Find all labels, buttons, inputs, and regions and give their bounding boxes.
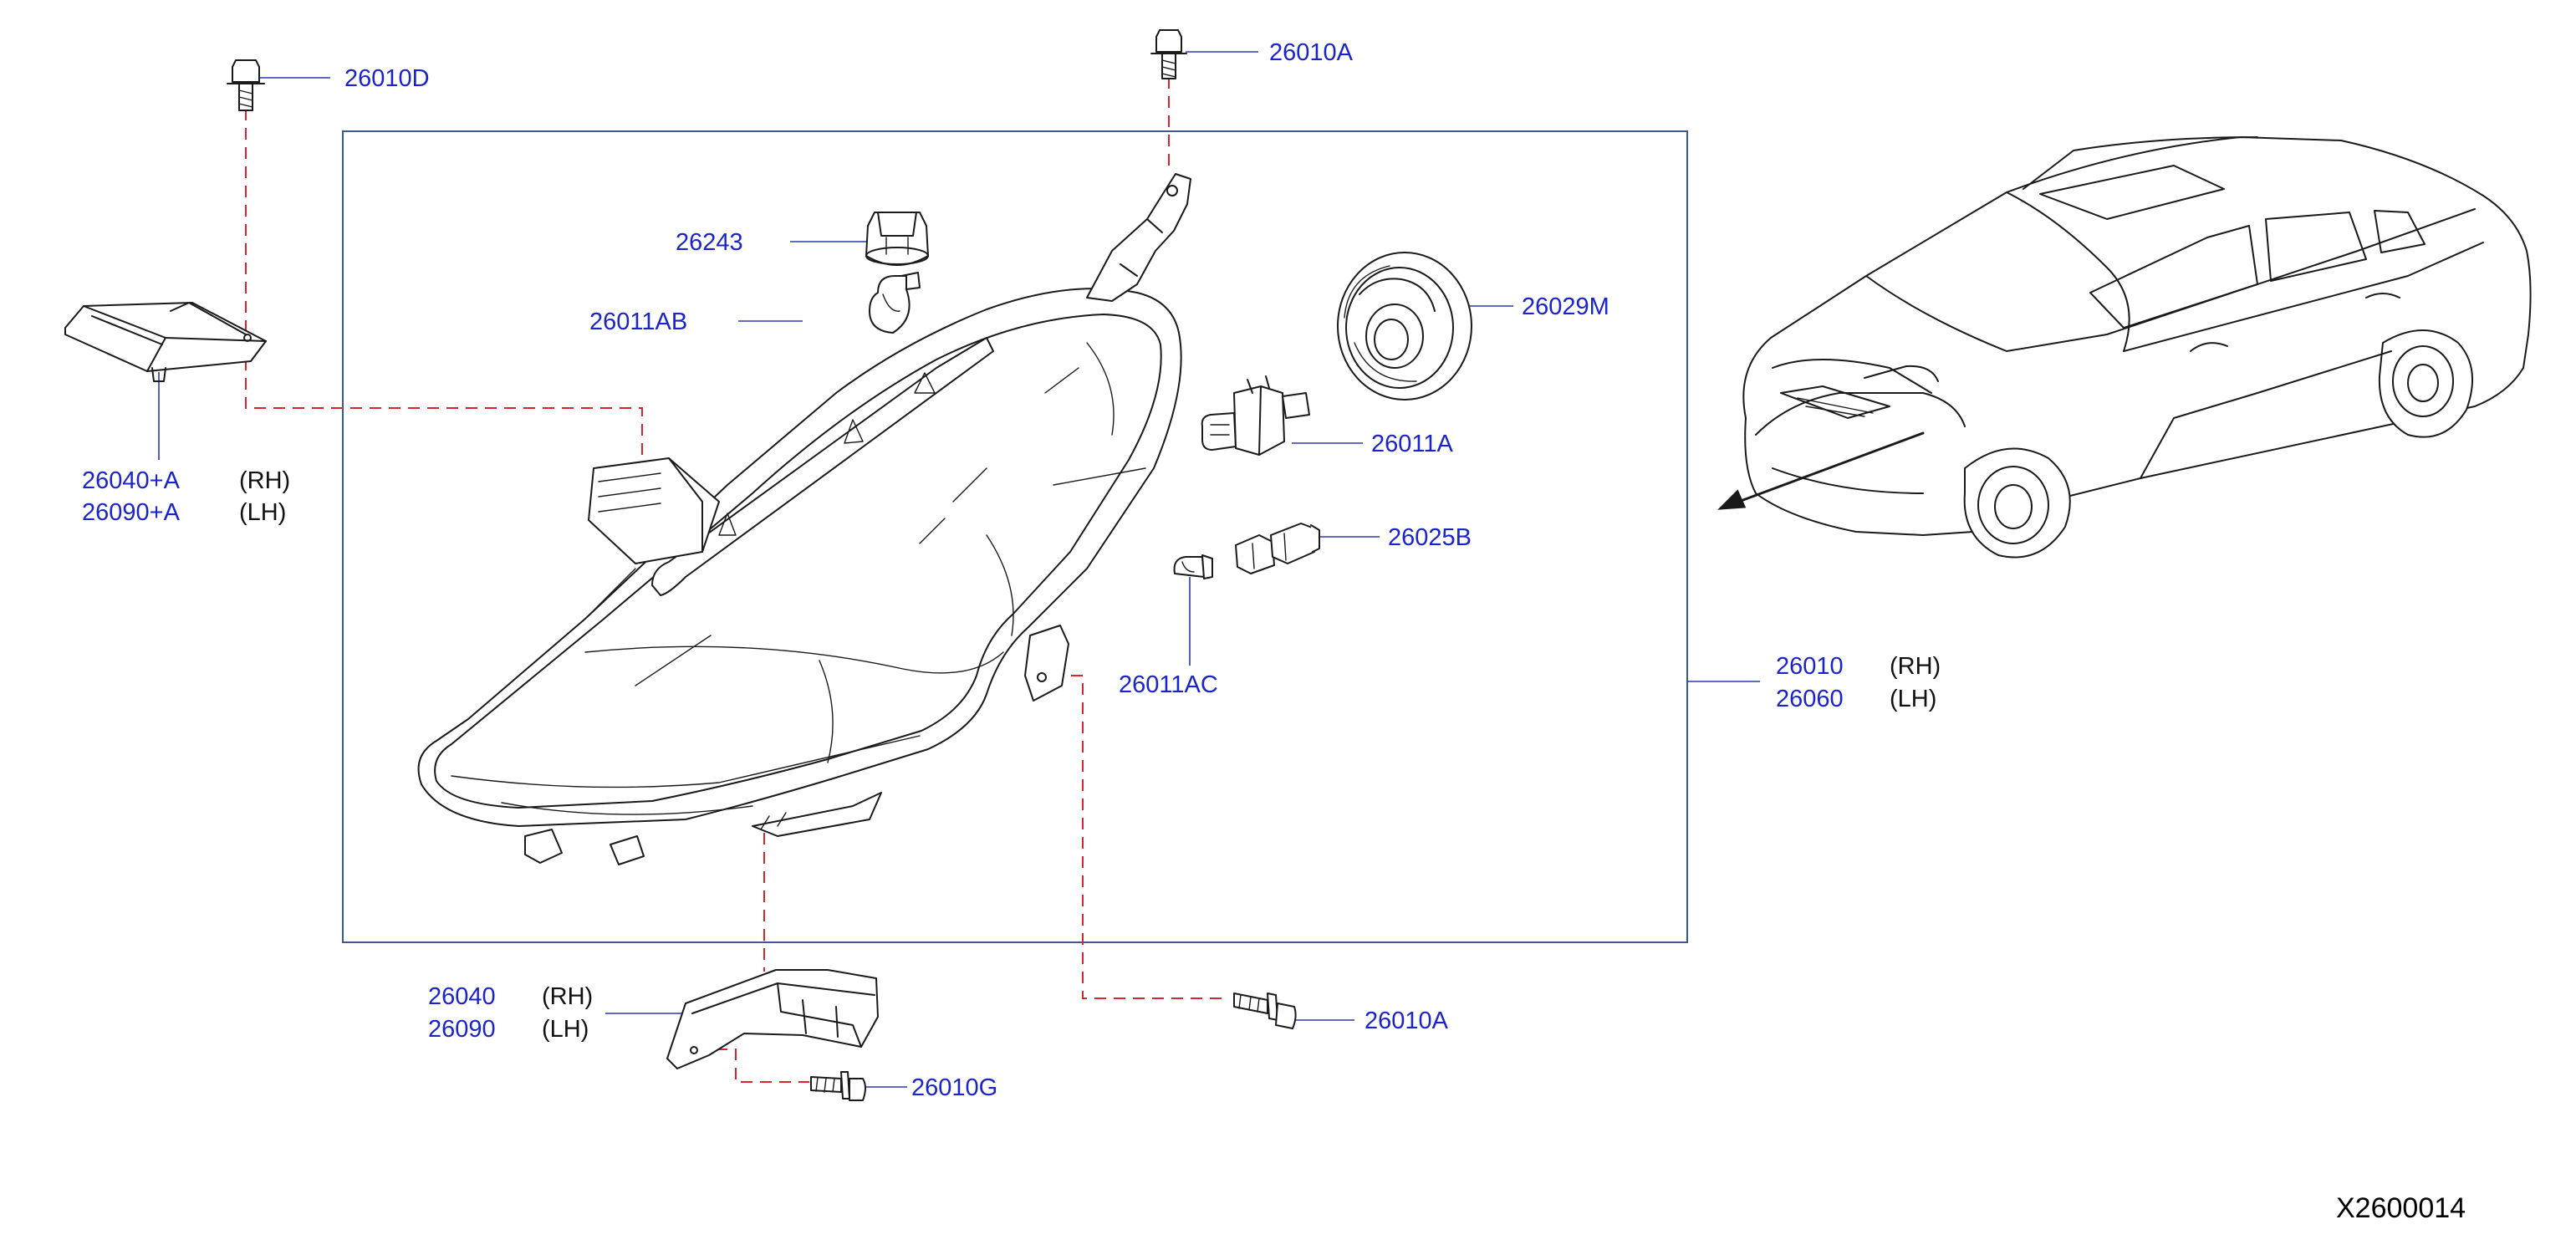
label-bolt-26010A-right: 26010A bbox=[1365, 1008, 1449, 1034]
vehicle-location-drawing bbox=[1717, 136, 2532, 559]
diagram-code: X2600014 bbox=[2336, 1192, 2466, 1224]
halogen-bulb-26011A-part bbox=[1201, 375, 1310, 456]
label-bolt-26010D: 26010D bbox=[344, 65, 430, 92]
label-upper-bracket-rh: 26040+A bbox=[82, 467, 181, 494]
label-bulb-26011A: 26011A bbox=[1371, 431, 1453, 457]
bolt-26010A-top-part bbox=[1150, 29, 1187, 79]
bolt-26010A-right-part bbox=[1233, 992, 1297, 1029]
leader-lines bbox=[158, 51, 1760, 1088]
upper-bracket-part bbox=[64, 302, 267, 382]
label-headlamp-rh-side: (RH) bbox=[1890, 653, 1941, 680]
dust-cap-26029M-part bbox=[1337, 252, 1472, 401]
bolt-26010D-part bbox=[227, 59, 265, 111]
label-lower-bracket-rh-side: (RH) bbox=[542, 983, 593, 1010]
label-lower-bracket-lh-side: (LH) bbox=[542, 1016, 589, 1043]
guide-bolt-26010D bbox=[245, 109, 643, 458]
label-lower-bracket-lh: 26090 bbox=[428, 1016, 496, 1043]
guide-bolt-26010G bbox=[696, 1049, 809, 1083]
bulb-socket-26243-part bbox=[865, 212, 929, 266]
label-headlamp-rh: 26010 bbox=[1776, 653, 1844, 680]
label-bulb-26011AC: 26011AC bbox=[1119, 671, 1218, 698]
guide-bolt-26010A-right bbox=[1033, 675, 1229, 999]
side-socket-26025B-part bbox=[1235, 523, 1320, 574]
label-bulb-26011AB: 26011AB bbox=[589, 309, 687, 335]
headlamp-housing-part bbox=[417, 173, 1191, 865]
label-headlamp-lh-side: (LH) bbox=[1890, 686, 1936, 712]
label-lower-bracket-rh: 26040 bbox=[428, 983, 496, 1010]
label-upper-bracket-lh: 26090+A bbox=[82, 499, 181, 526]
label-bolt-26010A-top: 26010A bbox=[1269, 39, 1354, 66]
bolt-26010G-part bbox=[810, 1071, 866, 1101]
small-bulb-26011AB-part bbox=[869, 272, 921, 334]
label-socket-26025B: 26025B bbox=[1388, 524, 1472, 551]
label-bulb-socket-26243: 26243 bbox=[676, 229, 743, 256]
lower-bracket-part bbox=[666, 969, 879, 1069]
headlamp-assembly-frame bbox=[342, 130, 1688, 943]
label-bolt-26010G: 26010G bbox=[911, 1074, 997, 1101]
label-dust-cap-26029M: 26029M bbox=[1522, 293, 1609, 320]
label-headlamp-lh: 26060 bbox=[1776, 686, 1844, 712]
label-upper-bracket-rh-side: (RH) bbox=[239, 467, 290, 494]
wedge-bulb-26011AC-part bbox=[1173, 554, 1213, 579]
label-upper-bracket-lh-side: (LH) bbox=[239, 499, 286, 526]
